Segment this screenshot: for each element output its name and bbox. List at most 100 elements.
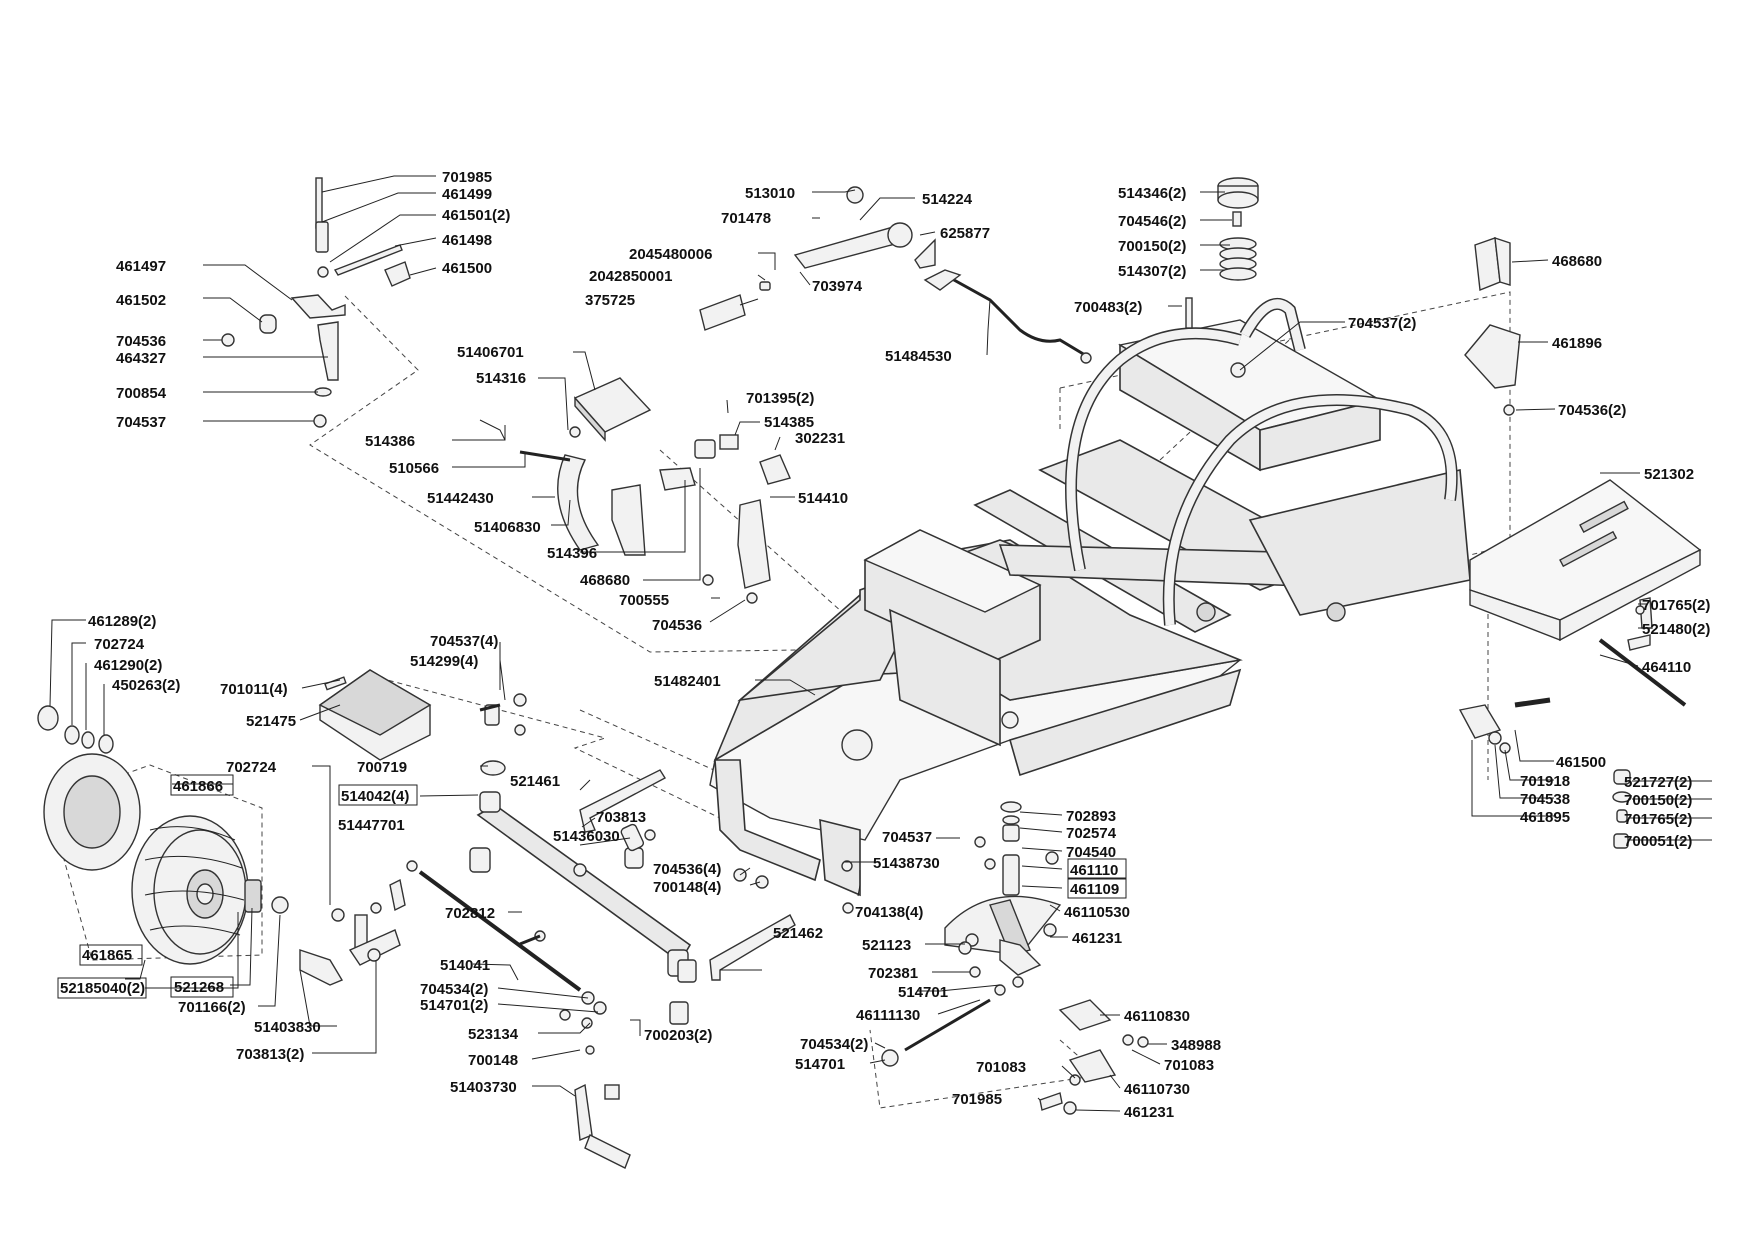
part-label: 514701(2) <box>420 997 488 1014</box>
part-label: 46111130 <box>856 1007 920 1024</box>
part-label: 700148 <box>468 1052 518 1069</box>
part-label: 514385 <box>764 414 814 431</box>
part-label: 461502 <box>116 292 166 309</box>
label-boxes <box>57 774 1127 999</box>
part-label: 702724 <box>94 636 145 653</box>
part-label: 51442430 <box>427 490 494 507</box>
part-label: 51406701 <box>457 344 524 361</box>
part-label: 514042(4) <box>341 788 409 805</box>
part-label: 625877 <box>940 225 990 242</box>
part-label: 521302 <box>1644 466 1694 483</box>
part-label: 513010 <box>745 185 795 202</box>
part-label: 46110730 <box>1124 1081 1190 1098</box>
seat-springs <box>1185 177 1259 378</box>
part-label: 704537 <box>116 414 166 431</box>
part-label: 461500 <box>1556 754 1606 771</box>
part-label: 703813(2) <box>236 1046 304 1063</box>
part-label: 514041 <box>440 957 490 974</box>
switch-bracket <box>1464 236 1521 416</box>
part-label: 701083 <box>1164 1057 1214 1074</box>
part-label: 704546(2) <box>1118 213 1186 230</box>
part-label: 521461 <box>510 773 560 790</box>
part-label: 461290(2) <box>94 657 162 674</box>
part-label: 521727(2) <box>1624 774 1692 791</box>
part-label: 700719 <box>357 759 407 776</box>
part-label: 51436030 <box>553 828 620 845</box>
part-label: 700148(4) <box>653 879 721 896</box>
part-label: 704537 <box>882 829 932 846</box>
part-label: 701765(2) <box>1642 597 1710 614</box>
part-label: 461110 <box>1070 862 1118 879</box>
part-label: 704534(2) <box>800 1036 868 1053</box>
part-label: 701765(2) <box>1624 811 1692 828</box>
rear-plate-521302 <box>1469 479 1702 642</box>
part-label: 514410 <box>798 490 848 507</box>
part-label: 703974 <box>812 278 863 295</box>
part-label: 701083 <box>976 1059 1026 1076</box>
part-label: 514386 <box>365 433 415 450</box>
lift-lever <box>221 177 411 428</box>
part-label: 703813 <box>596 809 646 826</box>
part-label: 521480(2) <box>1642 621 1710 638</box>
part-label: 704537(4) <box>430 633 498 650</box>
main-frame <box>709 297 1471 897</box>
part-label: 704538 <box>1520 791 1570 808</box>
part-label: 2045480006 <box>629 246 712 263</box>
part-label: 514316 <box>476 370 526 387</box>
part-label: 46110530 <box>1064 904 1130 921</box>
part-label: 461866 <box>173 778 223 795</box>
part-label: 461289(2) <box>88 613 156 630</box>
part-label: 704537(2) <box>1348 315 1416 332</box>
part-label: 461231 <box>1072 930 1122 947</box>
part-label: 701011(4) <box>220 681 288 698</box>
part-label: 704534(2) <box>420 981 488 998</box>
part-label: 468680 <box>1552 253 1602 270</box>
part-label: 514396 <box>547 545 597 562</box>
part-labels: 701985 461499 461501(2) 461498 461497 46… <box>60 169 1710 1121</box>
part-label: 514299(4) <box>410 653 478 670</box>
steering-brackets <box>1039 999 1149 1115</box>
part-label: 514346(2) <box>1118 185 1186 202</box>
part-label: 704138(4) <box>855 904 923 921</box>
part-label: 702893 <box>1066 808 1116 825</box>
part-label: 704536 <box>652 617 702 634</box>
steering-sector <box>881 801 1062 1067</box>
part-label: 514701 <box>795 1056 845 1073</box>
part-label: 701166(2) <box>178 999 246 1016</box>
misc-center-parts <box>479 703 1059 1021</box>
part-label: 521475 <box>246 713 296 730</box>
part-label: 51482401 <box>654 673 721 690</box>
part-label: 51438730 <box>873 855 940 872</box>
rear-right-parts <box>1458 597 1687 849</box>
part-label: 702574 <box>1066 825 1117 842</box>
part-label: 701478 <box>721 210 771 227</box>
part-label: 700555 <box>619 592 669 609</box>
part-label: 701918 <box>1520 773 1570 790</box>
part-label: 514224 <box>922 191 973 208</box>
part-label: 701395(2) <box>746 390 814 407</box>
part-label: 700203(2) <box>644 1027 712 1044</box>
part-label: 450263(2) <box>112 677 180 694</box>
part-label: 51406830 <box>474 519 541 536</box>
part-label: 521462 <box>773 925 823 942</box>
part-label: 702724 <box>226 759 277 776</box>
front-axle <box>469 791 697 1025</box>
part-label: 461896 <box>1552 335 1602 352</box>
tie-rod <box>406 860 607 1015</box>
part-label: 51484530 <box>885 348 952 365</box>
part-label: 514307(2) <box>1118 263 1186 280</box>
part-label: 461501(2) <box>442 207 510 224</box>
part-label: 461109 <box>1070 881 1119 898</box>
brake-pedal <box>479 377 791 604</box>
part-label: 461498 <box>442 232 492 249</box>
part-label: 523134 <box>468 1026 519 1043</box>
part-label: 704536(2) <box>1558 402 1626 419</box>
part-label: 2042850001 <box>589 268 672 285</box>
part-label: 461499 <box>442 186 492 203</box>
part-label: 700854 <box>116 385 167 402</box>
part-label: 514701 <box>898 984 948 1001</box>
part-label: 51403730 <box>450 1079 517 1096</box>
part-label: 348988 <box>1171 1037 1221 1054</box>
part-label: 701985 <box>442 169 492 186</box>
part-label: 464327 <box>116 350 166 367</box>
